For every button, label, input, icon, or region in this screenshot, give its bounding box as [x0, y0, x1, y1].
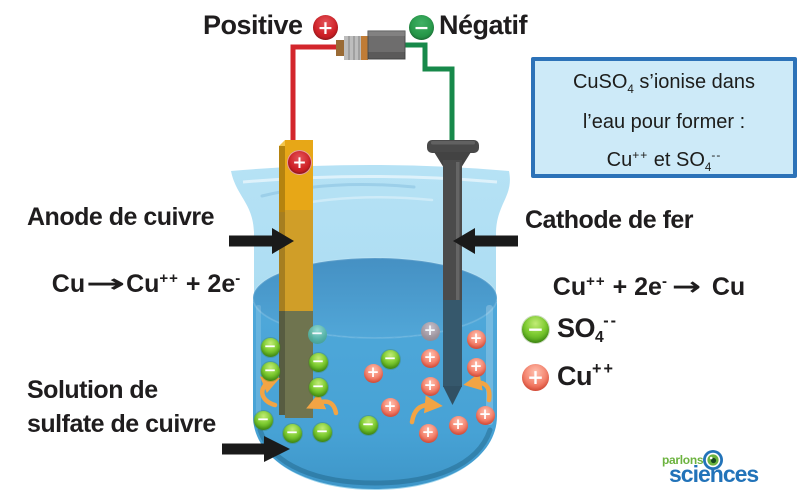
sulfate-ion: −: [312, 422, 332, 442]
beaker-bottom-shadow: [257, 427, 493, 486]
copper-ion: +: [475, 405, 495, 425]
sulfate-ion: −: [260, 361, 280, 381]
copper-ion: +: [418, 423, 438, 443]
battery: [336, 30, 406, 60]
positive-wire: [290, 44, 340, 148]
legend-copper-label: Cu++: [557, 360, 615, 391]
copper-ion: +: [363, 363, 383, 383]
flow-arrow: [463, 372, 492, 403]
solution-label-line1: Solution de: [27, 376, 158, 404]
copper-ion: +: [466, 329, 486, 349]
cathode-pointer-arrow: [453, 228, 518, 254]
sulfate-ion: −: [358, 415, 378, 435]
legend-sulfate-label: SO4--: [557, 312, 619, 346]
legend-copper-icon: +: [522, 364, 549, 391]
reaction-arrow-icon: →: [671, 272, 702, 301]
anode-pointer-arrow: [229, 228, 294, 254]
info-box-line3: Cu++ et SO4--: [606, 148, 722, 174]
logo-word-parlons: parlons: [662, 453, 704, 467]
plus-icon: +: [313, 15, 338, 40]
water-surface: [252, 257, 498, 339]
copper-faded-ion: +: [420, 321, 440, 341]
logo-eye-icon: [703, 450, 723, 470]
solution-pointer-arrow: [222, 436, 290, 462]
minus-icon-glyph: −: [413, 16, 430, 39]
anode-title: Anode de cuivre: [27, 203, 215, 231]
copper-ion: +: [380, 397, 400, 417]
positive-terminal-label: Positive: [203, 10, 303, 40]
anode-plus-badge: +: [287, 150, 312, 175]
plus-icon-glyph: +: [317, 16, 334, 39]
sulfate-ion: −: [308, 377, 328, 397]
copper-ion: +: [466, 357, 486, 377]
negative-terminal-label: Négatif: [439, 10, 528, 40]
sulfate-ion: −: [282, 423, 302, 443]
sulfate-ion: −: [308, 352, 328, 372]
flow-arrow: [409, 395, 443, 425]
glass-wall-highlight: [256, 305, 261, 420]
flow-arrow: [306, 392, 339, 416]
iron-nail-cathode: [427, 140, 479, 405]
beaker-rim-highlight: [242, 175, 498, 184]
parlons-sciences-logo: parlons sciences: [655, 449, 800, 494]
logo-word-sciences: sciences: [669, 461, 759, 487]
solution-label-line2: sulfate de cuivre: [27, 410, 216, 438]
flow-arrow: [259, 376, 280, 408]
copper-ion: +: [420, 376, 440, 396]
ion-flow-arrows: [259, 372, 492, 425]
sulfate-ion: −: [260, 337, 280, 357]
anode-plus-badge-glyph: +: [292, 152, 307, 173]
copper-ion: +: [420, 348, 440, 368]
glass-reflection-swirl: [260, 182, 416, 198]
sulfate-ion: −: [380, 349, 400, 369]
sulfate-faded-ion: −: [307, 324, 327, 344]
info-box: CuSO4 s’ionise dans l’eau pour former : …: [531, 57, 797, 178]
negative-wire: [404, 42, 455, 150]
solution-body: [253, 298, 497, 489]
info-box-line1: CuSO4 s’ionise dans: [572, 71, 756, 96]
info-box-line2: l’eau pour former :: [582, 111, 746, 133]
anode-equation: Cu→Cu++ + 2e-: [51, 269, 242, 298]
cathode-equation: Cu++ + 2e-→ Cu: [552, 272, 746, 301]
copper-anode: [279, 140, 313, 418]
legend-sulfate-icon: −: [522, 316, 549, 343]
minus-icon: −: [409, 15, 434, 40]
cathode-title: Cathode de fer: [525, 206, 694, 234]
copper-ion: +: [448, 415, 468, 435]
sulfate-ion: −: [253, 410, 273, 430]
reaction-arrow-icon: →: [85, 269, 126, 298]
